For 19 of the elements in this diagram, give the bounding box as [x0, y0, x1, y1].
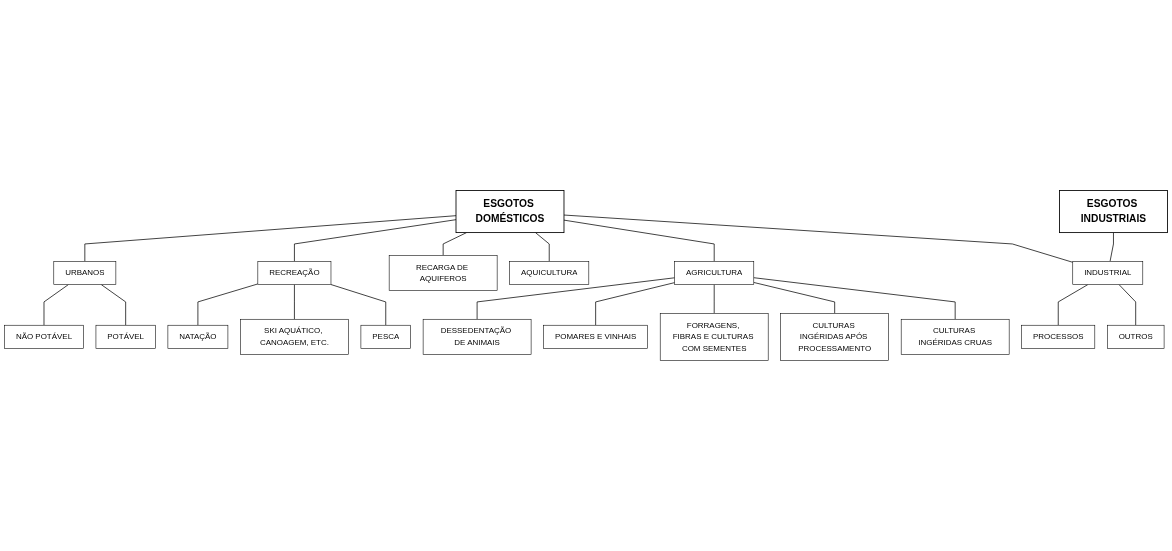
connector [43, 284, 69, 326]
connector [563, 214, 1074, 263]
connector [100, 284, 127, 326]
connector [563, 219, 715, 262]
connector [753, 277, 956, 320]
node-box: ESGOTOS INDUSTRIAIS [1059, 190, 1168, 233]
connector [197, 283, 259, 326]
connector [595, 282, 675, 326]
connector [84, 215, 457, 262]
connector [535, 232, 550, 262]
connector [294, 284, 295, 320]
connector [753, 282, 836, 314]
connector [330, 284, 387, 326]
connector [1109, 232, 1114, 262]
connector [476, 277, 675, 320]
connector [294, 219, 457, 262]
node-box: ESGOTOS DOMÉSTICOS [455, 190, 565, 233]
connector [1118, 284, 1137, 326]
connector [442, 232, 467, 256]
